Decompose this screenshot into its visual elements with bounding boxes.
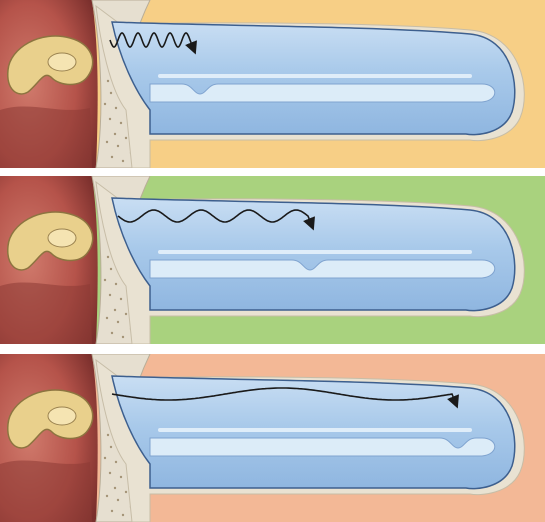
bone-speckle (111, 510, 113, 512)
bone-speckle (120, 122, 122, 124)
bone-speckle (106, 141, 108, 143)
bone-speckle (114, 309, 116, 311)
tissue-fold (0, 460, 92, 522)
cochlea-panel-high-frequency (0, 0, 545, 168)
bone-speckle (107, 80, 109, 82)
bone-speckle (111, 156, 113, 158)
bone-speckle (109, 118, 111, 120)
bone-speckle (110, 446, 112, 448)
bone-speckle (117, 321, 119, 323)
tissue-fold (0, 282, 92, 344)
ossicle-hole (48, 229, 76, 247)
cochlea-panel-svg (0, 0, 545, 168)
bone-speckle (107, 256, 109, 258)
cochlea-panel-low-frequency (0, 354, 545, 522)
bone-speckle (117, 499, 119, 501)
bone-speckle (115, 461, 117, 463)
bone-speckle (107, 434, 109, 436)
tissue-fold (0, 106, 92, 168)
bone-speckle (120, 298, 122, 300)
cochlea-panel-medium-frequency (0, 176, 545, 344)
bone-speckle (122, 336, 124, 338)
basilar-membrane (150, 260, 495, 278)
bone-speckle (106, 317, 108, 319)
bone-speckle (114, 487, 116, 489)
bone-speckle (115, 107, 117, 109)
bone-speckle (104, 103, 106, 105)
bone-speckle (122, 514, 124, 516)
bone-speckle (104, 457, 106, 459)
bone-speckle (114, 133, 116, 135)
bone-speckle (110, 92, 112, 94)
bone-speckle (120, 476, 122, 478)
bone-speckle (109, 294, 111, 296)
bone-speckle (115, 283, 117, 285)
cochlear-duct (112, 376, 515, 489)
cochlear-duct (112, 22, 515, 135)
bone-speckle (125, 137, 127, 139)
basilar-membrane (150, 438, 495, 456)
bone-speckle (122, 160, 124, 162)
ossicle-hole (48, 407, 76, 425)
bone-speckle (125, 313, 127, 315)
cochlea-panel-svg (0, 176, 545, 344)
bone-speckle (111, 332, 113, 334)
bone-speckle (117, 145, 119, 147)
ossicle-hole (48, 53, 76, 71)
bone-speckle (106, 495, 108, 497)
cochlea-panel-svg (0, 354, 545, 522)
bone-speckle (125, 491, 127, 493)
bone-speckle (109, 472, 111, 474)
cochlear-duct (112, 198, 515, 311)
bone-speckle (110, 268, 112, 270)
bone-speckle (104, 279, 106, 281)
